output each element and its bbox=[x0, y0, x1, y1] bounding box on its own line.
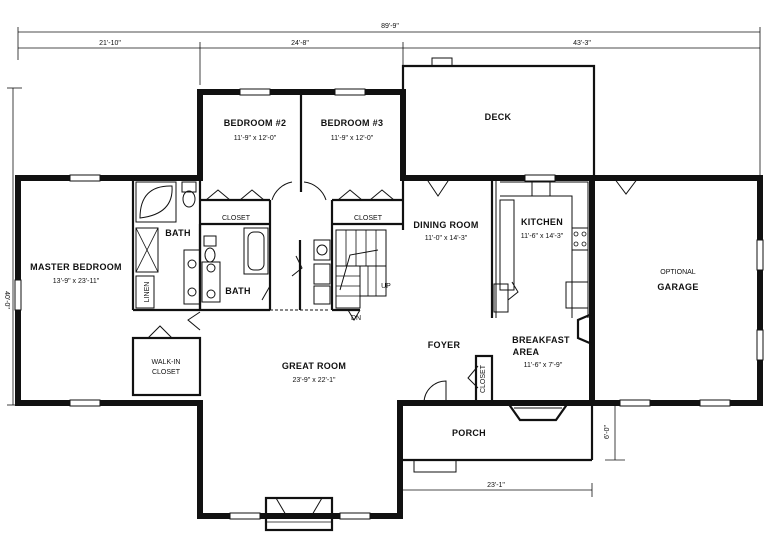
stairs bbox=[335, 229, 387, 309]
windows bbox=[14, 88, 764, 520]
room-label-master-bath: BATH bbox=[165, 228, 191, 238]
room-label-linen: LINEN bbox=[144, 282, 151, 303]
room-label-dining-room: DINING ROOM bbox=[413, 220, 478, 230]
room-dims-dining-room: 11'-0" x 14'-3" bbox=[425, 235, 468, 242]
dimension-porch-depth: 6'-0" bbox=[604, 425, 611, 439]
door-swings bbox=[147, 177, 639, 404]
room-dims-great-room: 23'-9" x 22'-1" bbox=[292, 377, 336, 384]
room-label-foyer: FOYER bbox=[428, 340, 461, 350]
dimension-left-segment: 21'-10" bbox=[99, 40, 121, 47]
room-label-walk-in-closet: CLOSET bbox=[152, 369, 181, 376]
room-label-optional: OPTIONAL bbox=[660, 269, 696, 276]
stair-label-down: DN bbox=[351, 315, 361, 322]
stair-label-up: UP bbox=[381, 283, 391, 290]
room-dims-kitchen: 11'-6" x 14'-3" bbox=[521, 233, 564, 240]
exterior-walls bbox=[15, 89, 763, 519]
room-label-closet-bedroom-2: CLOSET bbox=[222, 215, 251, 222]
bay-windows bbox=[507, 312, 593, 422]
room-dims-bedroom-3: 11'-9" x 12'-0" bbox=[331, 135, 374, 142]
room-label-closet-bedroom-3: CLOSET bbox=[354, 215, 383, 222]
room-label-master-bedroom: MASTER BEDROOM bbox=[30, 262, 122, 272]
plumbing-fixtures bbox=[135, 181, 331, 309]
dimension-right-segment: 43'-3" bbox=[573, 40, 591, 47]
room-dims-breakfast: 11'-6" x 7'-9" bbox=[524, 362, 563, 369]
room-label-porch: PORCH bbox=[452, 428, 486, 438]
room-label-kitchen: KITCHEN bbox=[521, 217, 563, 227]
room-label-bedroom-2: BEDROOM #2 bbox=[224, 118, 287, 128]
room-label-walk-in: WALK-IN bbox=[152, 359, 181, 366]
kitchen-counters bbox=[493, 181, 589, 318]
dimension-overall-depth: 40'-0" bbox=[3, 291, 10, 309]
room-dims-master-bedroom: 13'-9" x 23'-11" bbox=[53, 278, 100, 285]
room-label-breakfast: BREAKFAST bbox=[512, 335, 570, 345]
room-label-bedroom-3: BEDROOM #3 bbox=[321, 118, 384, 128]
room-label-hall-bath: BATH bbox=[225, 286, 251, 296]
dimension-porch-width: 23'-1" bbox=[487, 482, 505, 489]
fireplace bbox=[264, 496, 334, 532]
room-label-great-room: GREAT ROOM bbox=[282, 361, 346, 371]
porch-outline bbox=[398, 403, 594, 473]
deck-outline bbox=[401, 57, 596, 178]
room-label-garage: GARAGE bbox=[657, 282, 698, 292]
dimension-middle-segment: 24'-8" bbox=[291, 40, 309, 47]
room-label-foyer-closet: CLOSET bbox=[480, 364, 487, 393]
room-label-breakfast-area: AREA bbox=[513, 347, 540, 357]
room-dims-bedroom-2: 11'-9" x 12'-0" bbox=[234, 135, 277, 142]
dimension-overall-width: 89'-9" bbox=[381, 23, 399, 30]
room-label-deck: DECK bbox=[485, 112, 512, 122]
